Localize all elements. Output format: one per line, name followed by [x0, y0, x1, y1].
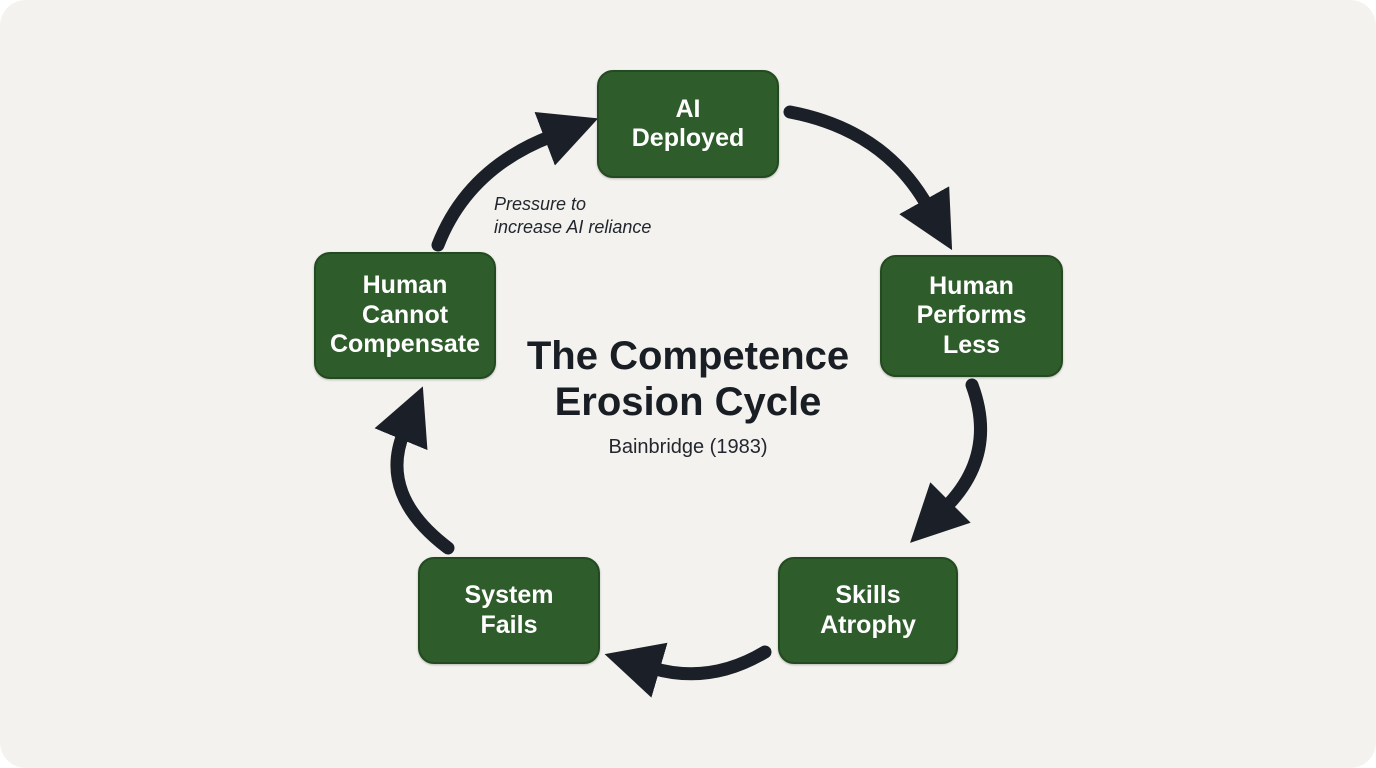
node-label-line: AI: [675, 94, 701, 123]
node-label-line: Atrophy: [820, 610, 916, 639]
node-ai-deployed: AI Deployed: [597, 70, 779, 178]
node-label-line: Performs: [916, 301, 1027, 330]
node-human-cannot-compensate: Human Cannot Compensate: [314, 252, 496, 379]
arrow-caption-line: Pressure to: [494, 194, 587, 214]
diagram-title-line: Erosion Cycle: [554, 380, 822, 424]
node-label-line: System: [464, 581, 554, 609]
node-label-line: Less: [943, 330, 1000, 359]
node-label-line: Fails: [480, 610, 538, 639]
arrow-caption: Pressure to increase AI reliance: [494, 193, 651, 238]
arrow-skills-atrophy-to-system-fails: [604, 642, 772, 698]
node-label-line: Human: [362, 271, 448, 300]
node-label-line: Skills: [835, 581, 901, 609]
arrow-ai-deployed-to-human-performs-less: [783, 105, 953, 251]
diagram-title-line: The Competence: [526, 334, 850, 378]
node-label-line: Compensate: [329, 330, 481, 359]
node-label-line: Human: [929, 271, 1014, 300]
node-label-line: Deployed: [631, 124, 745, 152]
arrow-system-fails-to-human-cannot-compensate: [374, 386, 455, 555]
arrow-caption-line: increase AI reliance: [494, 216, 652, 237]
node-skills-atrophy: Skills Atrophy: [778, 557, 958, 664]
diagram-title: The Competence Erosion Cycle: [458, 333, 918, 425]
node-system-fails: System Fails: [418, 557, 600, 664]
node-human-performs-less: Human Performs Less: [880, 255, 1063, 377]
diagram-subtitle: Bainbridge (1983): [608, 436, 768, 458]
node-label-line: Cannot: [361, 300, 449, 329]
arrow-human-performs-less-to-skills-atrophy: [910, 378, 988, 543]
